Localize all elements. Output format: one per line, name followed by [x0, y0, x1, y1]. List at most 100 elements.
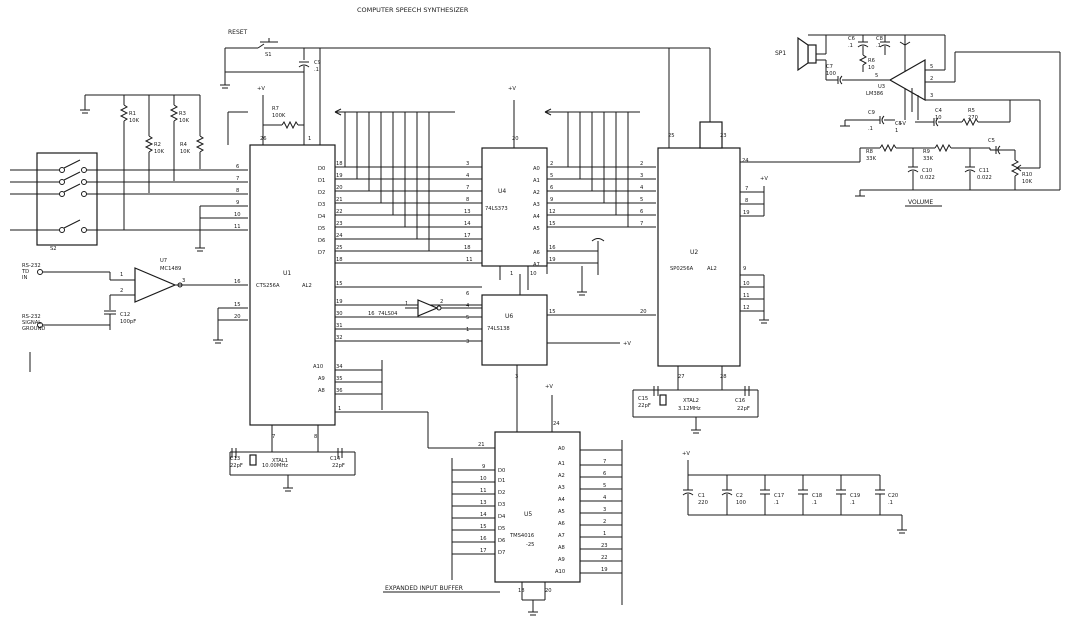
svg-text:5: 5 — [930, 64, 933, 70]
svg-text:22: 22 — [601, 555, 608, 561]
svg-text:C8: C8 — [876, 36, 883, 42]
svg-text:A2: A2 — [558, 473, 565, 479]
svg-text:2: 2 — [440, 299, 443, 305]
svg-text:0.022: 0.022 — [920, 175, 935, 181]
svg-text:+V: +V — [682, 451, 690, 457]
svg-text:.1: .1 — [850, 500, 855, 506]
svg-text:R6: R6 — [868, 58, 875, 64]
svg-text:-25: -25 — [526, 542, 534, 548]
svg-text:10: 10 — [530, 271, 537, 277]
svg-text:10K: 10K — [1022, 179, 1033, 185]
svg-text:100pF: 100pF — [120, 319, 136, 325]
svg-text:12: 12 — [743, 305, 750, 311]
svg-text:A0: A0 — [533, 166, 540, 172]
svg-text:6: 6 — [603, 471, 606, 477]
svg-text:34: 34 — [336, 364, 343, 370]
reset-label: RESET — [228, 29, 248, 36]
svg-text:RS-232: RS-232 — [22, 263, 41, 269]
svg-text:D2: D2 — [318, 190, 325, 196]
svg-text:100K: 100K — [272, 113, 286, 119]
svg-text:25: 25 — [336, 245, 343, 251]
svg-text:74LS04: 74LS04 — [378, 311, 398, 317]
svg-text:2: 2 — [550, 161, 553, 167]
svg-text:10: 10 — [935, 115, 942, 121]
svg-text:33K: 33K — [866, 156, 877, 162]
svg-text:3: 3 — [603, 507, 606, 513]
u7-line-receiver: RS-232 TD IN 1 2 U7 MC1489 3 C12 100pF R… — [21, 258, 248, 372]
svg-text:30: 30 — [336, 311, 343, 317]
svg-text:R5: R5 — [968, 108, 975, 114]
svg-text:D3: D3 — [498, 502, 505, 508]
svg-text:C7: C7 — [826, 64, 833, 70]
svg-text:A8: A8 — [558, 545, 565, 551]
svg-text:22pF: 22pF — [638, 403, 651, 409]
svg-text:20: 20 — [234, 314, 241, 320]
svg-text:36: 36 — [336, 388, 343, 394]
svg-text:A2: A2 — [533, 190, 540, 196]
power-decoupling: +V C1 220 C2 100 C17 — [682, 451, 907, 534]
svg-text:17: 17 — [464, 233, 471, 239]
u1-ref: U1 — [283, 270, 291, 277]
svg-text:5: 5 — [640, 197, 643, 203]
svg-text:26: 26 — [260, 136, 267, 142]
svg-text:C9: C9 — [314, 60, 321, 66]
svg-text:20: 20 — [545, 588, 552, 594]
svg-text:20: 20 — [336, 185, 343, 191]
svg-text:C20: C20 — [888, 493, 898, 499]
svg-text:D2: D2 — [498, 490, 505, 496]
svg-text:31: 31 — [336, 323, 343, 329]
svg-text:D0: D0 — [318, 166, 325, 172]
svg-text:C9: C9 — [868, 110, 875, 116]
svg-text:D5: D5 — [318, 226, 325, 232]
svg-text:A3: A3 — [558, 485, 565, 491]
svg-text:3: 3 — [515, 374, 518, 380]
svg-text:9: 9 — [550, 197, 553, 203]
svg-text:7: 7 — [272, 434, 275, 440]
svg-text:16: 16 — [480, 536, 487, 542]
svg-text:9: 9 — [743, 266, 746, 272]
svg-text:1: 1 — [603, 531, 606, 537]
expanded-buffer-label: EXPANDED INPUT BUFFER — [385, 585, 463, 592]
svg-text:24: 24 — [553, 421, 560, 427]
svg-text:1: 1 — [895, 128, 898, 134]
svg-text:D1: D1 — [498, 478, 505, 484]
svg-text:5: 5 — [875, 73, 878, 79]
svg-text:.1: .1 — [314, 67, 319, 73]
svg-text:16: 16 — [549, 245, 556, 251]
svg-text:8: 8 — [314, 434, 317, 440]
svg-text:C19: C19 — [850, 493, 860, 499]
svg-text:21: 21 — [336, 197, 343, 203]
svg-text:A1: A1 — [558, 461, 565, 467]
svg-text:XTAL1: XTAL1 — [272, 458, 288, 464]
svg-text:14: 14 — [464, 221, 471, 227]
svg-text:5: 5 — [466, 315, 469, 321]
svg-text:C15: C15 — [638, 396, 648, 402]
svg-text:D7: D7 — [498, 550, 505, 556]
svg-text:D5: D5 — [498, 526, 505, 532]
svg-text:1: 1 — [405, 301, 408, 307]
svg-text:3: 3 — [930, 93, 933, 99]
svg-text:15: 15 — [549, 221, 556, 227]
svg-text:23: 23 — [720, 133, 727, 139]
svg-text:3: 3 — [640, 173, 643, 179]
svg-text:74LS373: 74LS373 — [485, 206, 508, 212]
svg-text:AL2: AL2 — [302, 283, 312, 289]
svg-text:A6: A6 — [533, 250, 540, 256]
svg-text:1: 1 — [338, 406, 341, 412]
svg-text:A9: A9 — [558, 557, 565, 563]
svg-text:D4: D4 — [498, 514, 506, 520]
svg-text:5: 5 — [603, 483, 606, 489]
svg-text:3: 3 — [182, 278, 185, 284]
svg-text:20: 20 — [512, 136, 519, 142]
svg-text:10: 10 — [743, 281, 750, 287]
svg-text:C5: C5 — [895, 121, 902, 127]
svg-text:C18: C18 — [812, 493, 822, 499]
svg-text:19: 19 — [549, 257, 556, 263]
svg-text:D3: D3 — [318, 202, 325, 208]
svg-text:3: 3 — [466, 339, 469, 345]
svg-text:4: 4 — [466, 173, 470, 179]
svg-text:9: 9 — [482, 464, 485, 470]
svg-text:100: 100 — [736, 500, 746, 506]
svg-text:7: 7 — [466, 185, 469, 191]
